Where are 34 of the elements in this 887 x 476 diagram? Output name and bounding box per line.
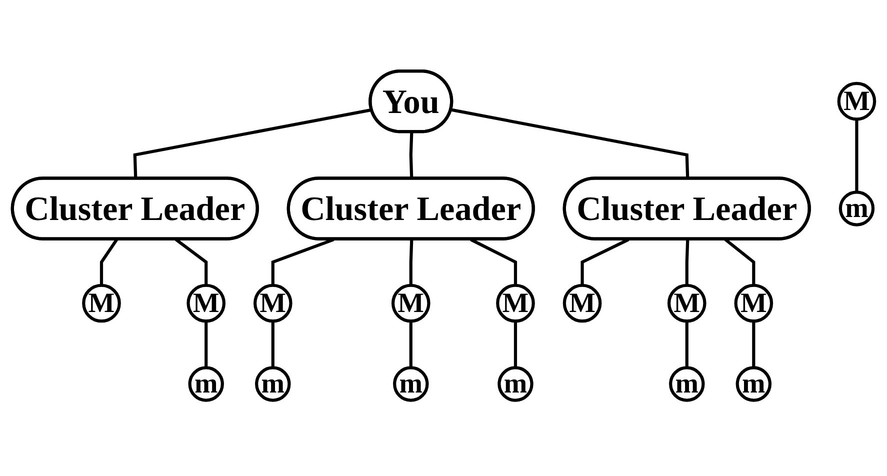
connector [175,238,208,286]
connector [409,321,412,368]
connector [514,321,518,368]
node-circle: M [82,284,121,323]
connector [855,119,858,192]
connector [100,238,118,286]
node-circle: M [391,284,430,323]
connector [271,321,274,368]
node-circle: m [498,366,534,402]
node-circle: m [393,366,429,402]
node-circle: M [667,284,706,323]
connector [271,238,334,286]
node-circle: M [496,284,535,323]
connector [451,108,690,180]
connector [470,238,518,286]
node-circle: M [837,82,876,121]
node-circle: m [255,366,291,402]
node-circle: M [253,284,292,323]
node-circle: m [736,366,772,402]
connector [685,240,690,286]
node-circle: M [562,284,602,323]
connector [133,108,372,180]
connector [580,238,630,286]
connector [204,321,208,368]
connector [409,132,414,180]
connector [685,321,688,368]
node-circle: m [669,366,705,402]
node-circle: m [188,366,224,402]
node-circle: M [734,284,774,323]
connector [724,238,756,286]
node-circle: M [186,284,226,323]
connector [752,321,756,368]
connector [409,240,414,286]
node-circle: m [838,190,875,226]
